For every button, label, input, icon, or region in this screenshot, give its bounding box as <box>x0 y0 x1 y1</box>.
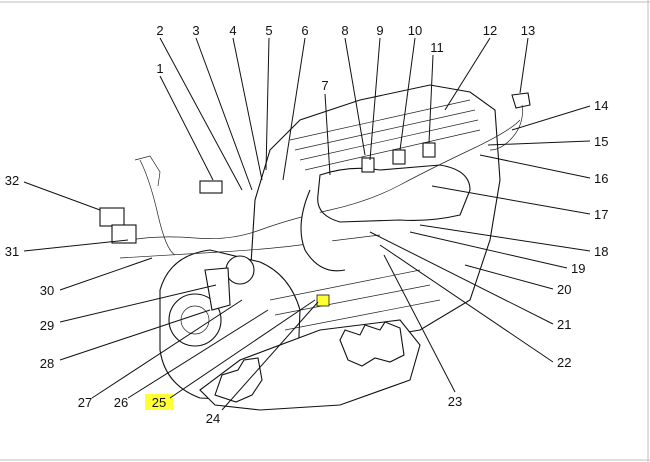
leader-12 <box>444 37 491 111</box>
leader-9 <box>369 37 381 161</box>
leader-25 <box>169 299 316 399</box>
callout-26: 26 <box>114 395 128 410</box>
intake-plenum <box>317 164 471 223</box>
idler-pulley <box>225 255 255 285</box>
axle-boot-right <box>339 321 405 367</box>
callout-2: 2 <box>156 23 163 38</box>
leader-4 <box>232 37 263 181</box>
leader-15 <box>487 140 591 146</box>
callout-30: 30 <box>40 283 54 298</box>
coolant-hose <box>300 189 346 272</box>
callout-24: 24 <box>206 411 220 426</box>
leader-30 <box>59 257 153 291</box>
callout-10: 10 <box>408 23 422 38</box>
callout-22: 22 <box>557 355 571 370</box>
leader-26 <box>127 309 269 399</box>
callout-4: 4 <box>229 23 236 38</box>
leader-24 <box>221 301 319 411</box>
leader-11 <box>428 54 434 144</box>
callout-6: 6 <box>301 23 308 38</box>
leader-14 <box>511 105 591 131</box>
leader-10 <box>399 37 416 151</box>
callout-9: 9 <box>376 23 383 38</box>
vacuum-line <box>139 159 176 256</box>
callout-8: 8 <box>341 23 348 38</box>
callout-18: 18 <box>594 244 608 259</box>
callout-12: 12 <box>483 23 497 38</box>
coil-block-3 <box>422 142 436 158</box>
leader-29 <box>59 284 217 323</box>
relay-lower <box>111 224 137 244</box>
axle-boot-left <box>214 357 263 403</box>
callout-15: 15 <box>594 134 608 149</box>
leader-20 <box>464 264 554 290</box>
leader-16 <box>479 154 591 179</box>
valve-cover-ribs <box>289 99 481 171</box>
leader-27 <box>91 299 243 399</box>
callout-19: 19 <box>571 261 585 276</box>
leader-7 <box>324 93 331 176</box>
leader-18 <box>419 224 591 252</box>
leader-lines <box>23 37 591 411</box>
leader-5 <box>265 37 270 171</box>
callout-20: 20 <box>557 282 571 297</box>
callout-29: 29 <box>40 318 54 333</box>
coil-block-2 <box>392 149 406 165</box>
sensor-13-wire <box>489 104 523 151</box>
leader-17 <box>431 185 591 215</box>
callout-14: 14 <box>594 98 608 113</box>
component-29-bracket <box>204 267 231 311</box>
coil-block-1 <box>361 157 375 173</box>
leader-19 <box>409 231 568 269</box>
leader-28 <box>59 309 211 361</box>
leader-8 <box>344 37 366 156</box>
callout-17: 17 <box>594 207 608 222</box>
callout-25-highlight <box>145 394 173 410</box>
callout-25: 25 <box>152 395 166 410</box>
leader-22 <box>379 244 554 363</box>
callout-numbers: 2 1 3 4 5 6 7 8 9 10 11 12 13 14 15 16 1… <box>5 23 609 426</box>
relay-upper <box>99 207 125 227</box>
callout-5: 5 <box>265 23 272 38</box>
engine-assembly-drawing <box>99 84 531 411</box>
callout-32: 32 <box>5 173 19 188</box>
callout-31: 31 <box>5 244 19 259</box>
harness-tag <box>199 180 223 194</box>
callout-1: 1 <box>156 61 163 76</box>
leader-23 <box>383 254 456 393</box>
leader-32 <box>23 181 101 211</box>
leader-31 <box>23 239 129 252</box>
leader-21 <box>369 231 554 325</box>
highlighted-component-marker <box>316 294 330 307</box>
pigtail-connector <box>134 155 161 187</box>
callout-21: 21 <box>557 317 571 332</box>
callout-7: 7 <box>321 78 328 93</box>
leader-2 <box>159 37 243 191</box>
sensor-13-body <box>511 92 531 109</box>
leader-3 <box>195 37 253 191</box>
wiring-harness <box>129 119 521 241</box>
leader-13 <box>519 37 529 94</box>
leader-1 <box>159 75 214 181</box>
crank-pulley <box>168 293 222 347</box>
callout-16: 16 <box>594 171 608 186</box>
callout-13: 13 <box>521 23 535 38</box>
callout-3: 3 <box>192 23 199 38</box>
callout-28: 28 <box>40 356 54 371</box>
callout-11: 11 <box>430 40 444 55</box>
callout-27: 27 <box>78 395 92 410</box>
leader-6 <box>282 37 306 181</box>
callout-23: 23 <box>448 394 462 409</box>
